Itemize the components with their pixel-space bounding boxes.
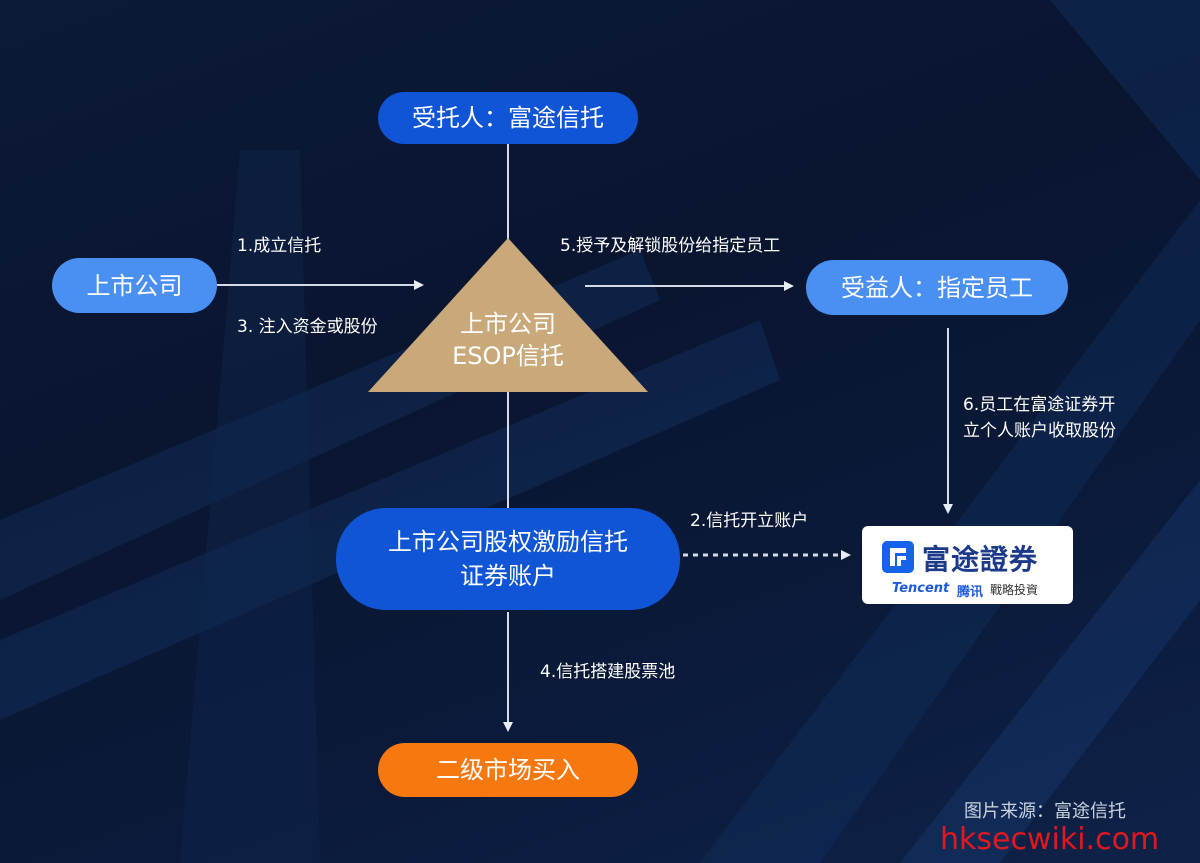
esop-trust-triangle <box>368 238 648 392</box>
step4-label: 4.信托搭建股票池 <box>540 662 676 682</box>
beneficiary-label: 受益人：指定员工 <box>841 273 1033 302</box>
futu-securities-logo: 富途證券 Tencent 腾讯 戰略投資 <box>862 526 1073 604</box>
step6-label: 6.员工在富途证券开 立个人账户收取股份 <box>963 392 1116 444</box>
logo-name: 富途證券 <box>922 543 1039 576</box>
esop-trust-label: 上市公司 ESOP信托 <box>408 308 608 372</box>
logo-brand-cn: 腾讯 <box>957 585 984 600</box>
trustee-node: 受托人：富途信托 <box>378 92 638 144</box>
trust-account-label-line2: 证券账户 <box>460 562 556 590</box>
watermark: hksecwiki.com <box>940 822 1160 857</box>
secondary-market-node: 二级市场买入 <box>378 743 638 797</box>
step3-label: 3. 注入资金或股份 <box>237 317 378 337</box>
step2-label: 2.信托开立账户 <box>690 511 809 531</box>
step6-label-line1: 6.员工在富途证券开 <box>963 395 1116 415</box>
trustee-label: 受托人：富途信托 <box>412 104 604 132</box>
esop-trust-label-line1: 上市公司 <box>460 310 556 338</box>
logo-brand: Tencent <box>892 581 950 596</box>
trust-account-label-line1: 上市公司股权激励信托 <box>388 528 628 556</box>
logo-tagline: 戰略投資 <box>990 583 1039 597</box>
futu-logo-icon <box>882 541 914 573</box>
beneficiary-node: 受益人：指定员工 <box>806 260 1068 315</box>
secondary-market-label: 二级市场买入 <box>436 756 580 784</box>
listed-company-node: 上市公司 <box>52 258 217 313</box>
image-source-caption: 图片来源：富途信托 <box>964 801 1126 822</box>
esop-trust-label-line2: ESOP信托 <box>452 342 564 370</box>
step5-label: 5.授予及解锁股份给指定员工 <box>560 236 781 256</box>
trust-account-node: 上市公司股权激励信托 证券账户 <box>336 508 680 610</box>
step6-label-line2: 立个人账户收取股份 <box>963 421 1116 441</box>
listed-company-label: 上市公司 <box>86 271 183 300</box>
step1-label: 1.成立信托 <box>237 236 322 256</box>
